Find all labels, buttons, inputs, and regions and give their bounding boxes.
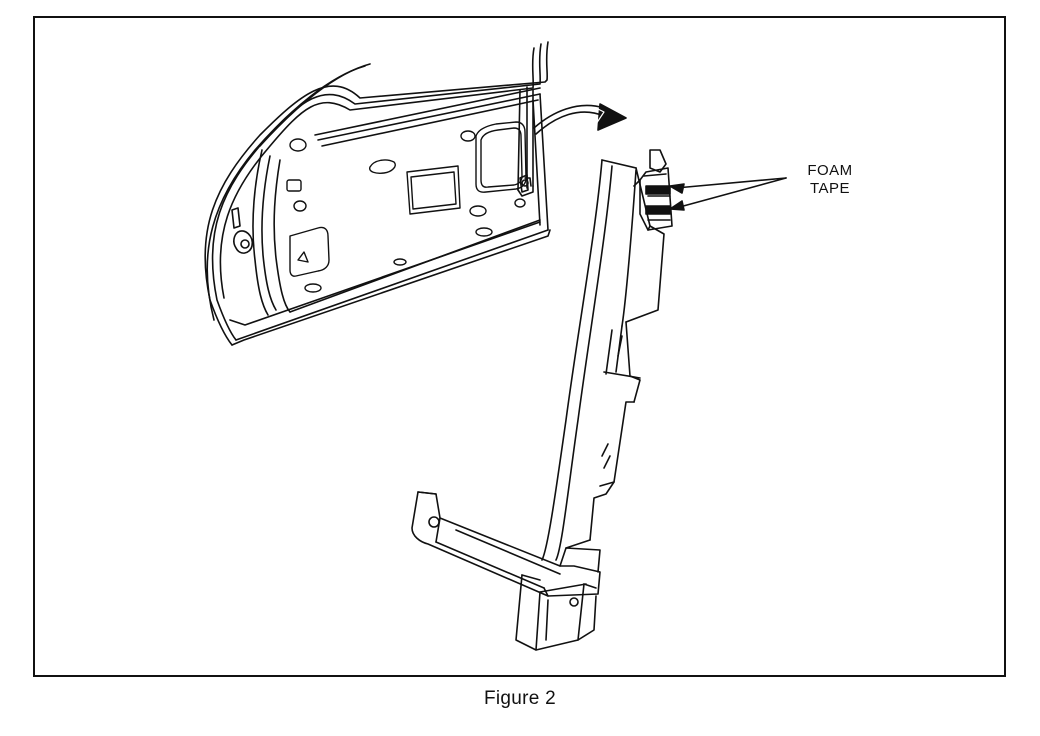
- run-channel-assembly: [515, 159, 665, 651]
- foam-tape-leaders: [669, 177, 787, 211]
- foam-tape-label-line1: FOAM: [807, 162, 853, 179]
- mounting-bracket: [411, 491, 601, 607]
- door-run-channel: [517, 86, 534, 197]
- upper-clip: [633, 149, 673, 231]
- door-panel-openings: [286, 121, 527, 293]
- figure-frame: [33, 16, 1006, 677]
- removal-arrow: [533, 103, 627, 135]
- figure-caption: Figure 2: [483, 688, 557, 709]
- foam-tape-label-line2: TAPE: [809, 180, 851, 197]
- door-inner-panel: [204, 41, 551, 346]
- foam-tape-label: FOAM TAPE: [790, 162, 870, 198]
